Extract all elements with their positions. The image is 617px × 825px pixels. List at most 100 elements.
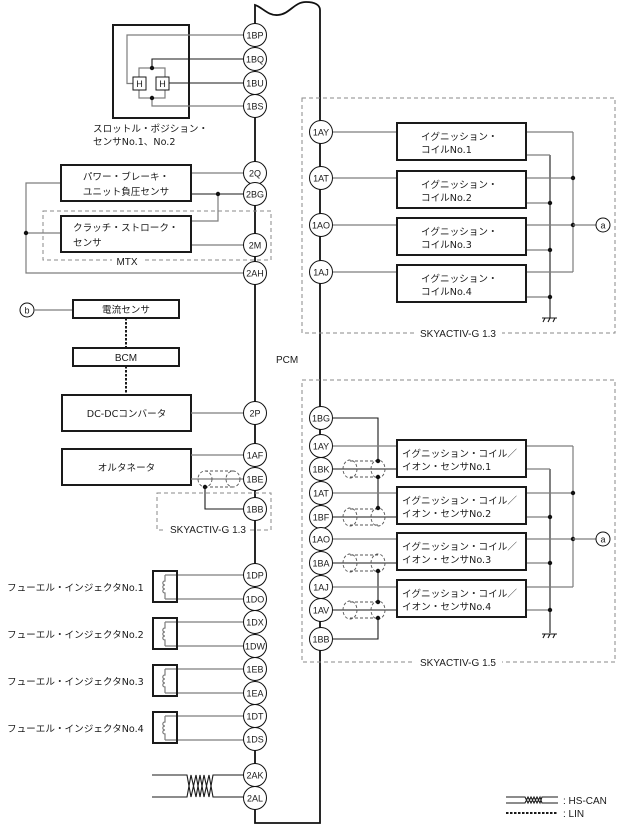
throttle-sensor-label: センサNo.1、No.2 <box>93 137 175 148</box>
connector-2al: 2AL <box>243 786 267 810</box>
ignition-coil-label: イグニッション・コイル／ <box>402 588 517 600</box>
connector-1ds: 1DS <box>243 727 267 751</box>
ignition-coil-label: コイルNo.2 <box>421 193 472 204</box>
ignition-coil-3: イグニッション・コイルNo.3 <box>396 217 527 256</box>
connector-label: 2AH <box>246 268 264 278</box>
connector-1bq: 1BQ <box>243 47 267 71</box>
junction-dot <box>375 615 381 621</box>
connector-pin-icon <box>243 497 267 521</box>
ignition-coil-box <box>396 217 527 256</box>
connector-15-1ay: 1AY <box>309 434 333 458</box>
wire-1bp <box>126 34 244 85</box>
hall-element-icon: H <box>155 76 170 91</box>
connector-pin-icon <box>243 443 267 467</box>
ignition-coil-label: コイルNo.4 <box>421 287 472 298</box>
connector-1dx: 1DX <box>243 610 267 634</box>
current-sensor: 電流センサ <box>72 299 180 319</box>
connector-15-1bb: 1BB <box>309 627 333 651</box>
connector-label: 1DX <box>246 617 264 627</box>
junction-dot <box>375 568 381 574</box>
ground-icon <box>542 633 557 639</box>
dcdc-converter: DC-DCコンバータ <box>61 394 192 432</box>
ignition-coil-label: コイルNo.1 <box>421 145 472 156</box>
alternator: オルタネータ <box>61 448 192 486</box>
bcm-label: BCM <box>115 353 137 364</box>
junction-dot <box>547 514 553 520</box>
connector-label: 1AV <box>313 605 329 615</box>
connector-label: 1AY <box>313 127 329 137</box>
fuel-injector-2: フューエル・インジェクタNo.2 <box>7 617 244 650</box>
connector-label: 1BE <box>246 474 263 484</box>
connector-label: 1AT <box>313 173 329 183</box>
connector-15-1av: 1AV <box>309 598 333 622</box>
wire-2bg-clutch <box>191 194 219 222</box>
throttle-position-sensor: H H スロットル・ポジション・ センサNo.1、No.2 <box>93 24 244 148</box>
alternator-group-label: SKYACTIV-G 1.3 <box>170 525 246 536</box>
connector-pin-icon <box>243 182 267 206</box>
connector-pin-icon <box>309 551 333 575</box>
pcm-outline <box>254 1 321 824</box>
injector-box <box>152 711 178 744</box>
skyactiv-13-ignition: イグニッション・コイルNo.1イグニッション・コイルNo.2イグニッション・コイ… <box>333 122 611 323</box>
connector-pin-icon <box>243 563 267 587</box>
connector-15-1aj: 1AJ <box>309 575 333 599</box>
hall-element-label: H <box>159 79 166 89</box>
connector-pin-icon <box>309 213 333 237</box>
ignition-coil-box <box>396 264 527 303</box>
fuel-injector-3: フューエル・インジェクタNo.3 <box>7 664 244 697</box>
connector-label: 1DT <box>246 711 264 721</box>
terminal-a: a <box>595 531 611 547</box>
alternator-group-frame <box>156 492 272 531</box>
junction-dot <box>570 175 576 181</box>
connector-pin-icon <box>309 260 333 284</box>
connector-label: 1AY <box>313 441 329 451</box>
connector-13-1aj: 1AJ <box>309 260 333 284</box>
connector-pin-icon <box>243 786 267 810</box>
ignition-coil-1: イグニッション・コイル／イオン・センサNo.1 <box>396 439 527 478</box>
connector-pin-icon <box>309 457 333 481</box>
ignition-coil-2: イグニッション・コイルNo.2 <box>396 170 527 209</box>
connector-pin-icon <box>243 657 267 681</box>
connector-label: 1DO <box>246 594 265 604</box>
terminal-a: a <box>595 217 611 233</box>
connector-pin-icon <box>309 481 333 505</box>
legend-lin: : LIN <box>506 809 584 820</box>
injector-box <box>152 570 178 603</box>
connector-label: 1BF <box>313 512 330 522</box>
connector-1dp: 1DP <box>243 563 267 587</box>
junction-dot <box>547 294 553 300</box>
connector-1dw: 1DW <box>243 634 267 658</box>
dcdc-converter-label: DC-DCコンバータ <box>87 409 167 420</box>
clutch-sensor-label: センサ <box>73 238 102 249</box>
junction-dot <box>375 474 381 480</box>
connector-pin-icon <box>309 527 333 551</box>
legend-hs-can: : HS-CAN <box>506 795 607 807</box>
injector-box <box>152 664 178 697</box>
ignition-coil-label: イグニッション・コイル／ <box>402 541 517 553</box>
ignition-coil-box <box>396 439 527 478</box>
junction-dot <box>547 200 553 206</box>
junction-dot <box>23 230 29 236</box>
junction-dot <box>547 607 553 613</box>
hs-can-twisted-pair <box>152 774 244 798</box>
connector-13-1at: 1AT <box>309 166 333 190</box>
power-brake-vacuum-sensor: パワー・ブレーキ・ ユニット負圧センサ <box>60 164 192 202</box>
ignition-coil-box <box>396 170 527 209</box>
mtx-group-label: MTX <box>116 257 137 268</box>
connector-pin-icon <box>243 401 267 425</box>
skyactiv-15-label: SKYACTIV-G 1.5 <box>420 658 496 669</box>
connector-label: 1DP <box>246 570 264 580</box>
ignition-coil-3: イグニッション・コイル／イオン・センサNo.3 <box>396 532 527 571</box>
connector-pin-icon <box>243 467 267 491</box>
wire-1bb <box>204 487 244 510</box>
connector-pin-icon <box>243 47 267 71</box>
ignition-coil-label: イオン・センサNo.4 <box>402 602 491 613</box>
connector-15-1bf: 1BF <box>309 505 333 529</box>
connector-label: 2AK <box>246 770 263 780</box>
junction-dot <box>375 505 381 511</box>
ignition-coil-label: イグニッション・コイル／ <box>402 448 517 460</box>
ignition-coil-box <box>396 579 527 618</box>
connector-pin-icon <box>309 406 333 430</box>
clutch-sensor-label: クラッチ・ストローク・ <box>73 223 178 234</box>
